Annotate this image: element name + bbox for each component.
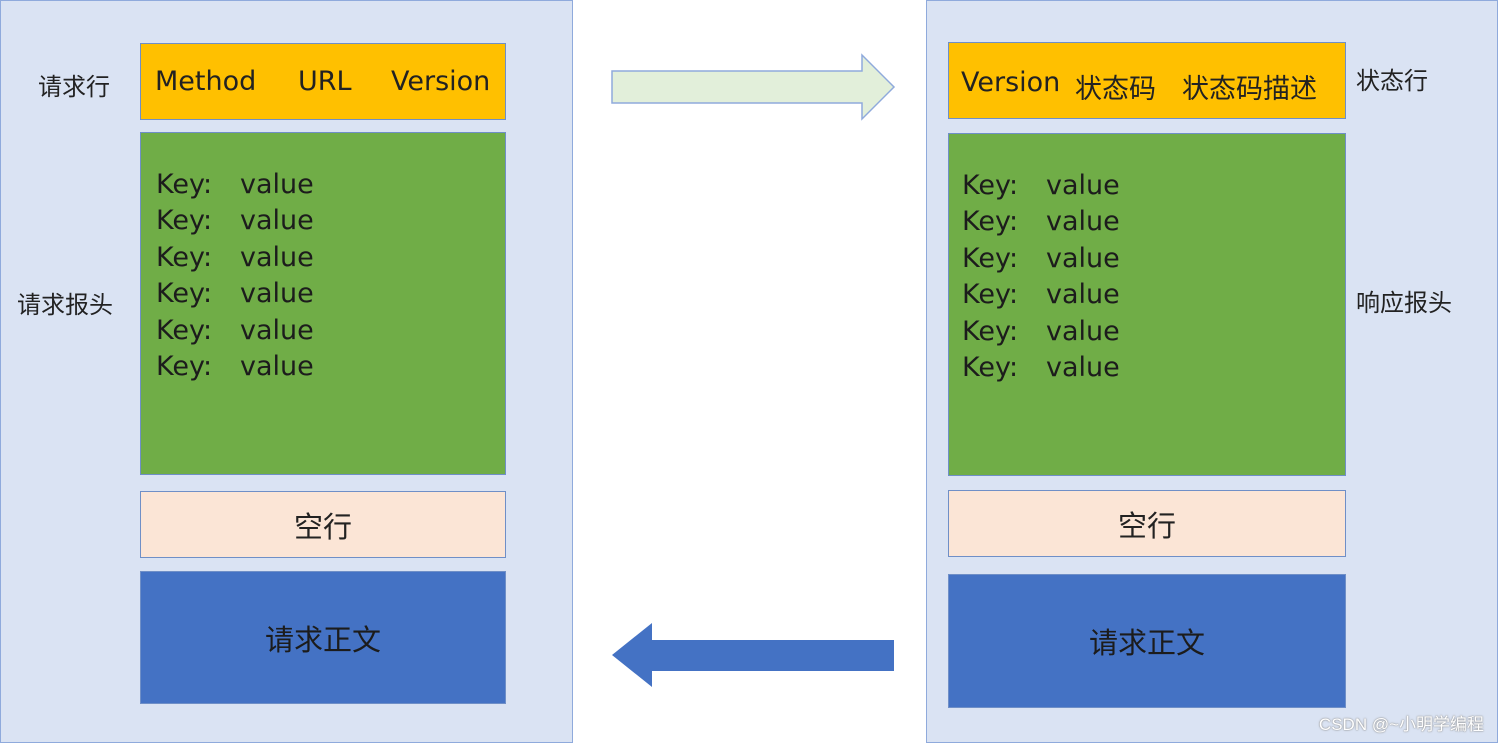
response-panel: Version 状态码 状态码描述 状态行 Key: value Key: valu… bbox=[926, 0, 1498, 743]
header-value: value bbox=[240, 241, 314, 273]
header-key: Key: bbox=[156, 278, 213, 310]
request-blank-line-box: 空行 bbox=[140, 491, 506, 558]
response-arrow-icon bbox=[612, 623, 894, 687]
response-header-row: Key: value bbox=[962, 350, 1120, 386]
watermark: CSDN @~小明学编程 bbox=[1318, 715, 1484, 734]
request-panel: 请求行 Method URL Version 请求报头 Key: value Ke… bbox=[0, 0, 573, 743]
request-header-row: Key: value bbox=[156, 349, 314, 385]
request-header-row: Key: value bbox=[156, 240, 314, 276]
request-blank-line-label: 空行 bbox=[293, 509, 352, 544]
header-value: value bbox=[1046, 206, 1120, 238]
response-headers-label: 响应报头 bbox=[1356, 289, 1452, 317]
header-key: Key: bbox=[156, 350, 213, 382]
request-header-row: Key: value bbox=[156, 203, 314, 239]
request-arrow-icon bbox=[611, 53, 896, 121]
header-value: value bbox=[1046, 315, 1120, 347]
response-header-row: Key: value bbox=[962, 168, 1120, 204]
header-key: Key: bbox=[156, 241, 213, 273]
response-body-label: 请求正文 bbox=[1088, 626, 1205, 660]
header-value: value bbox=[240, 314, 314, 346]
response-headers-list: Key:value Key:value Key:value Key:value … bbox=[962, 168, 1120, 386]
header-key: Key: bbox=[962, 315, 1019, 347]
response-header-row: Key: value bbox=[962, 314, 1120, 350]
status-line-code: 状态码 bbox=[1075, 74, 1156, 105]
status-line-box: Version 状态码 状态码描述 bbox=[948, 42, 1346, 119]
status-line-version: Version bbox=[961, 67, 1061, 98]
response-header-row: Key: value bbox=[962, 241, 1120, 277]
header-key: Key: bbox=[156, 314, 213, 346]
request-header-row: Key: value bbox=[156, 167, 314, 203]
response-blank-line-label: 空行 bbox=[1117, 508, 1176, 543]
request-line-url: URL bbox=[298, 66, 352, 97]
header-value: value bbox=[240, 278, 314, 310]
status-line-label: 状态行 bbox=[1356, 67, 1428, 95]
header-key: Key: bbox=[962, 242, 1019, 274]
request-line-label: 请求行 bbox=[38, 73, 110, 101]
header-key: Key: bbox=[156, 169, 213, 200]
header-key: Key: bbox=[156, 205, 213, 237]
header-key: Key: bbox=[962, 170, 1019, 201]
request-line-version: Version bbox=[391, 66, 491, 97]
request-header-row: Key: value bbox=[156, 276, 314, 312]
request-body-label: 请求正文 bbox=[264, 622, 381, 657]
header-key: Key: bbox=[962, 206, 1019, 238]
request-line-box: Method URL Version bbox=[140, 43, 506, 120]
status-line-reason: 状态码描述 bbox=[1182, 74, 1317, 105]
request-headers-box: Key:value Key:value Key:value Key:value … bbox=[140, 132, 506, 475]
header-value: value bbox=[240, 205, 314, 237]
header-value: value bbox=[1046, 170, 1120, 201]
header-value: value bbox=[240, 169, 314, 200]
request-headers-list: Key:value Key:value Key:value Key:value … bbox=[156, 167, 314, 385]
response-header-row: Key: value bbox=[962, 204, 1120, 240]
request-header-row: Key: value bbox=[156, 313, 314, 349]
header-value: value bbox=[1046, 242, 1120, 274]
request-body-box: 请求正文 bbox=[140, 571, 506, 704]
header-value: value bbox=[240, 350, 314, 382]
header-value: value bbox=[1046, 351, 1120, 383]
request-line-method: Method bbox=[155, 66, 257, 97]
header-key: Key: bbox=[962, 351, 1019, 383]
header-value: value bbox=[1046, 279, 1120, 311]
response-headers-box: Key:value Key:value Key:value Key:value … bbox=[948, 133, 1346, 476]
response-body-box: 请求正文 bbox=[948, 574, 1346, 708]
request-headers-label: 请求报头 bbox=[17, 291, 113, 319]
response-header-row: Key: value bbox=[962, 277, 1120, 313]
response-blank-line-box: 空行 bbox=[948, 490, 1346, 557]
header-key: Key: bbox=[962, 279, 1019, 311]
